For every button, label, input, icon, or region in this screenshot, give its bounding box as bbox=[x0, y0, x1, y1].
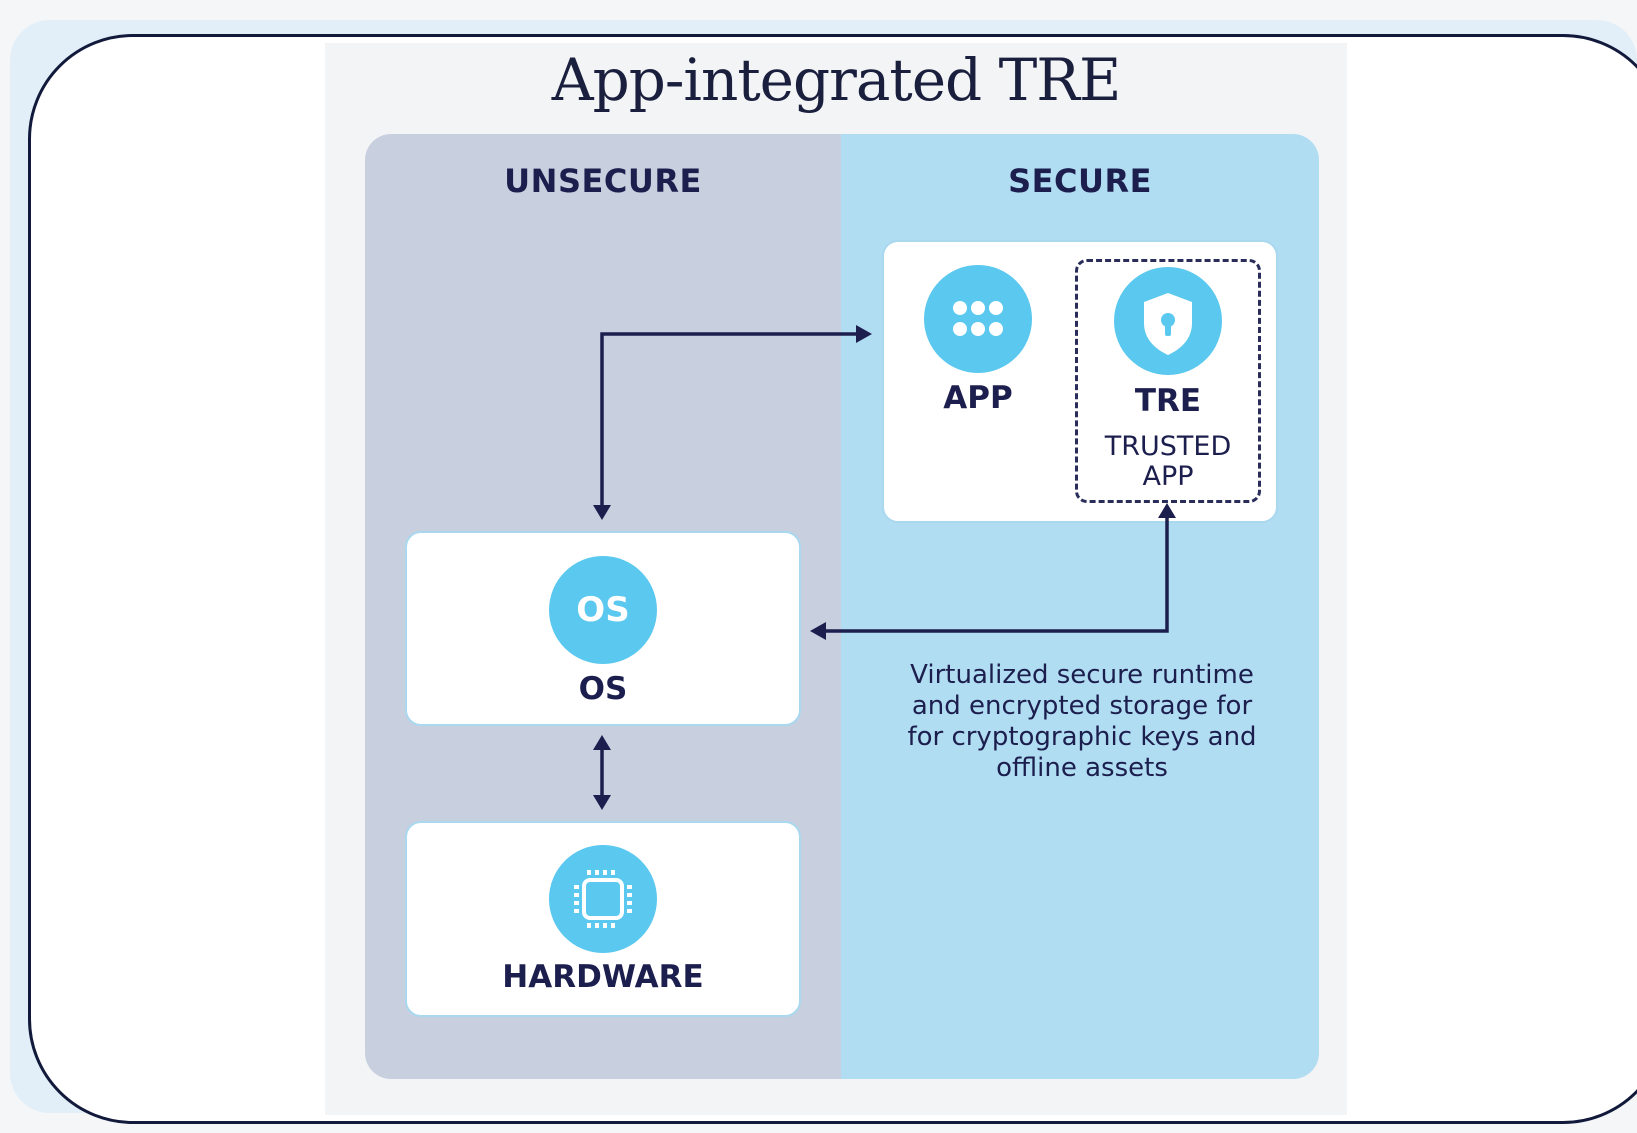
diagram-title: App-integrated TRE bbox=[551, 46, 1122, 114]
arrowhead-to-tre bbox=[1158, 503, 1176, 518]
unsecure-zone-label: UNSECURE bbox=[504, 162, 702, 200]
caption-line-3: for cryptographic keys and bbox=[907, 722, 1257, 752]
tre-sublabel-app: APP bbox=[1142, 461, 1194, 492]
secure-caption: Virtualized secure runtime and encrypted… bbox=[872, 660, 1292, 784]
hardware-label: HARDWARE bbox=[502, 959, 704, 995]
app-label: APP bbox=[943, 380, 1013, 416]
app-grid-icon bbox=[924, 265, 1032, 373]
shield-keyhole-icon bbox=[1114, 267, 1222, 375]
caption-line-1: Virtualized secure runtime bbox=[910, 660, 1254, 690]
secure-zone-label: SECURE bbox=[1008, 162, 1152, 200]
tre-to-os-arrow-line bbox=[823, 515, 1169, 633]
arrowhead-down-hardware bbox=[593, 795, 611, 810]
arrowhead-to-os bbox=[593, 505, 611, 520]
chip-icon bbox=[549, 845, 657, 953]
tre-label: TRE bbox=[1134, 383, 1202, 419]
os-to-app-arrow-line bbox=[600, 332, 860, 508]
arrowhead-to-app bbox=[856, 325, 872, 343]
arrowhead-to-os-right bbox=[810, 622, 826, 640]
tre-sublabel-trusted: TRUSTED bbox=[1104, 431, 1232, 462]
trusted-app-container bbox=[1075, 259, 1261, 503]
os-label: OS bbox=[578, 671, 628, 707]
arrowhead-up-os bbox=[593, 735, 611, 750]
os-icon-text: OS bbox=[576, 590, 630, 630]
caption-line-2: and encrypted storage for bbox=[911, 691, 1253, 721]
os-icon: OS bbox=[549, 556, 657, 664]
caption-line-4: offline assets bbox=[996, 753, 1168, 783]
